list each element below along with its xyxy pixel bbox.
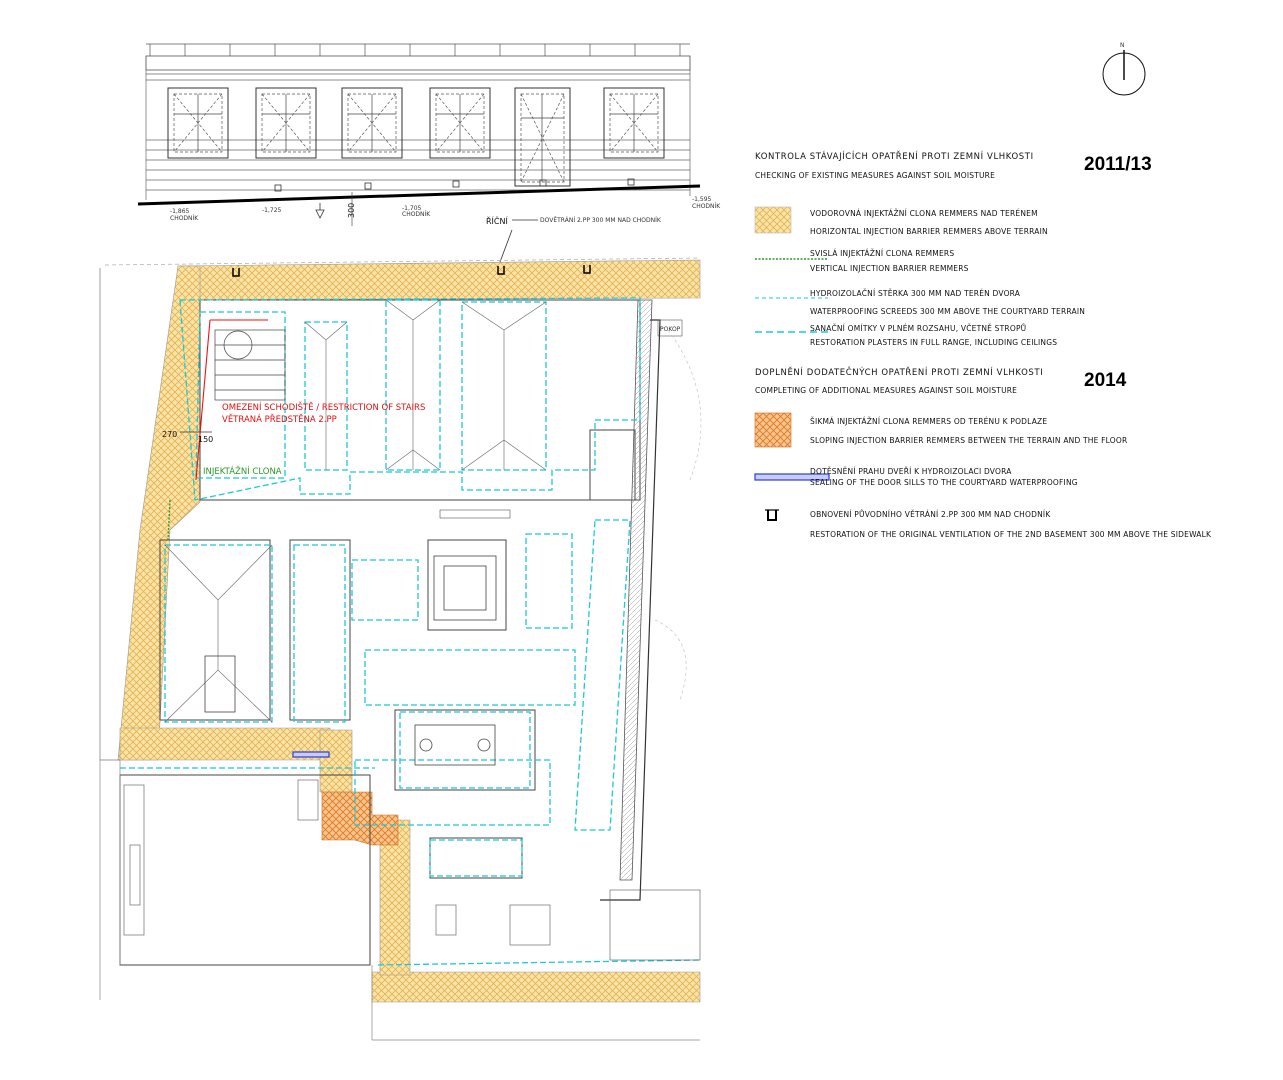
swatch-door-sill: [754, 473, 830, 481]
legend-year-additional: 2014: [1084, 370, 1127, 391]
svg-text:CHODNÍK: CHODNÍK: [170, 215, 199, 222]
legend-item-5-en: SEALING OF THE DOOR SILLS TO THE COURTYA…: [810, 478, 1078, 487]
staircase: [214, 329, 286, 401]
svg-text:-1,595: -1,595: [692, 196, 712, 203]
svg-text:150: 150: [198, 435, 213, 444]
svg-text:-1,865: -1,865: [170, 208, 190, 215]
svg-text:N: N: [1120, 42, 1125, 49]
svg-text:CHODNÍK: CHODNÍK: [402, 211, 431, 218]
legend-item-4-en: SLOPING INJECTION BARRIER REMMERS BETWEE…: [810, 436, 1127, 445]
legend-title-existing-en: CHECKING OF EXISTING MEASURES AGAINST SO…: [755, 171, 995, 180]
legend-item-0-en: HORIZONTAL INJECTION BARRIER REMMERS ABO…: [810, 227, 1048, 236]
svg-text:INJEKTÁŽNÍ CLONA: INJEKTÁŽNÍ CLONA: [203, 465, 282, 477]
legend-item-3-cz: SANAČNÍ OMÍTKY V PLNÉM ROZSAHU, VČETNĚ S…: [810, 324, 1026, 333]
legend-item-5-cz: DOTĚSNĚNÍ PRAHU DVEŘÍ K HYDROIZOLACI DVO…: [810, 467, 1012, 476]
legend-item-3-en: RESTORATION PLASTERS IN FULL RANGE, INCL…: [810, 338, 1057, 347]
svg-text:POKOP: POKOP: [660, 326, 681, 333]
legend-title-additional-en: COMPLETING OF ADDITIONAL MEASURES AGAINS…: [755, 386, 1017, 395]
swatch-sloping-barrier: [754, 412, 792, 448]
horizontal-barrier-bottom: [371, 971, 701, 1003]
legend-item-1-en: VERTICAL INJECTION BARRIER REMMERS: [810, 264, 969, 273]
vent-symbol-icon: [767, 510, 777, 521]
sidewalk-line: [137, 184, 701, 206]
facade-windows: [167, 87, 665, 187]
svg-text:-1,705: -1,705: [402, 205, 422, 212]
svg-text:DOVĚTRÁNÍ 2.PP 300 MM NAD CHOD: DOVĚTRÁNÍ 2.PP 300 MM NAD CHODNÍK: [540, 216, 662, 224]
svg-text:300: 300: [347, 203, 356, 218]
legend: KONTROLA STÁVAJÍCÍCH OPATŘENÍ PROTI ZEMN…: [754, 150, 1212, 539]
legend-item-2-cz: HYDROIZOLAČNÍ STĚRKA 300 MM NAD TERÉN DV…: [810, 289, 1021, 298]
door-sill-seal: [292, 751, 330, 758]
legend-item-6-cz: OBNOVENÍ PŮVODNÍHO VĚTRÁNÍ 2.PP 300 MM N…: [810, 510, 1051, 519]
svg-text:-1,725: -1,725: [262, 207, 282, 214]
legend-item-2-en: WATERPROOFING SCREEDS 300 MM ABOVE THE C…: [810, 307, 1085, 316]
horizontal-barrier-front: [177, 259, 701, 301]
screed-outlines: [120, 297, 701, 966]
horizontal-barrier-left: [117, 265, 201, 761]
svg-text:ŘÍČNÍ: ŘÍČNÍ: [486, 215, 508, 226]
swatch-horizontal-barrier: [754, 206, 792, 234]
legend-item-4-cz: ŠIKMÁ INJEKTÁŽNÍ CLONA REMMERS OD TERÉNU…: [810, 417, 1047, 426]
vent-grilles: [232, 265, 591, 277]
floor-plan: OMEZENÍ SCHODIŠTĚ / RESTRICTION OF STAIR…: [99, 257, 702, 1041]
sloping-barrier-area: [321, 791, 399, 846]
svg-text:270: 270: [162, 430, 177, 439]
legend-title-existing-cz: KONTROLA STÁVAJÍCÍCH OPATŘENÍ PROTI ZEMN…: [755, 150, 1034, 162]
legend-item-0-cz: VODOROVNÁ INJEKTÁŽNÍ CLONA REMMERS NAD T…: [810, 209, 1038, 218]
legend-year-existing: 2011/13: [1084, 154, 1152, 175]
stair-restriction-line: [195, 319, 268, 481]
svg-text:OMEZENÍ SCHODIŠTĚ / RESTRICTIO: OMEZENÍ SCHODIŠTĚ / RESTRICTION OF STAIR…: [222, 401, 425, 413]
legend-title-additional-cz: DOPLNĚNÍ DODATEČNÝCH OPATŘENÍ PROTI ZEMN…: [755, 366, 1043, 378]
level-arrow-icon: [315, 203, 325, 219]
north-arrow-icon: N: [1102, 42, 1146, 96]
svg-text:CHODNÍK: CHODNÍK: [692, 203, 721, 210]
svg-text:VĚTRANÁ PŘEDSTĚNA 2.PP: VĚTRANÁ PŘEDSTĚNA 2.PP: [222, 413, 337, 425]
legend-item-6-en: RESTORATION OF THE ORIGINAL VENTILATION …: [810, 530, 1212, 539]
vertical-barrier-line: [167, 499, 171, 541]
legend-item-1-cz: SVISLÁ INJEKTÁŽNÍ CLONA REMMERS: [810, 249, 954, 258]
cornice-dentils: [149, 44, 681, 56]
